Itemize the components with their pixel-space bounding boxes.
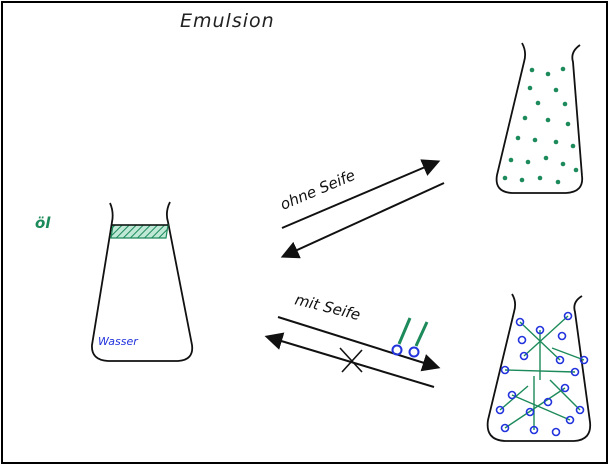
label-without-soap: ohne Seife <box>278 166 358 214</box>
top-right-flask-icon <box>495 42 584 194</box>
micelle-network <box>499 315 585 430</box>
blocked-arrow-cross <box>339 347 363 373</box>
page-title: Emulsion <box>180 10 275 32</box>
soap-heads <box>495 311 589 437</box>
oil-label: öl <box>35 214 51 232</box>
arrow-right-with-soap <box>277 316 441 372</box>
arrow-left-without-soap <box>280 182 445 259</box>
oil-layer <box>110 224 169 239</box>
label-with-soap: mit Seife <box>293 290 362 324</box>
bottom-right-flask-icon <box>486 293 592 442</box>
left-flask-icon <box>91 201 194 362</box>
soap-molecule-icon <box>391 317 429 358</box>
water-label: Wasser <box>98 335 138 348</box>
oil-droplets <box>502 66 579 185</box>
arrow-right-without-soap <box>281 159 441 229</box>
